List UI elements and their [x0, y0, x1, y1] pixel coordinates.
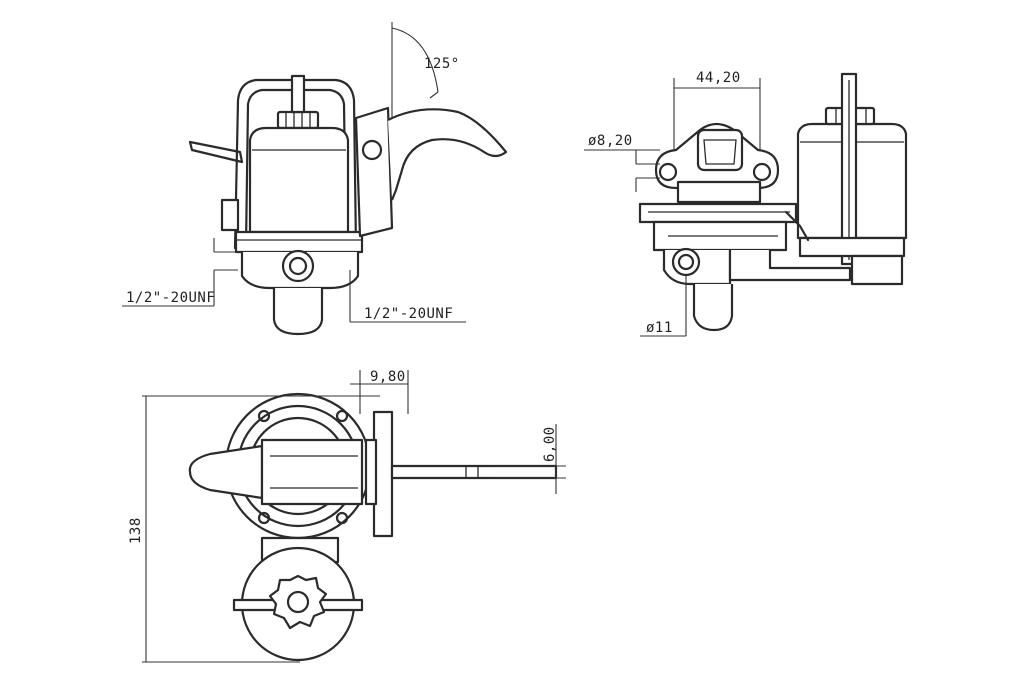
top-view	[188, 392, 558, 662]
thread-label-right: 1/2"-20UNF	[364, 306, 453, 322]
lever-thickness-label: 9,80	[370, 369, 406, 385]
thread-callouts	[122, 238, 466, 323]
side-view	[188, 22, 508, 336]
shaft-width-label: 6,00	[542, 426, 558, 462]
width-top-label: 44,20	[696, 70, 741, 86]
thread-label-left: 1/2"-20UNF	[126, 290, 215, 306]
top-dimensions	[142, 370, 566, 663]
front-dimensions	[584, 78, 761, 337]
port-diameter-label: ø11	[646, 320, 673, 336]
hole-diameter-label: ø8,20	[588, 133, 633, 149]
overall-height-label: 138	[128, 517, 144, 544]
front-view	[638, 72, 908, 332]
angle-label: 125°	[424, 56, 460, 72]
